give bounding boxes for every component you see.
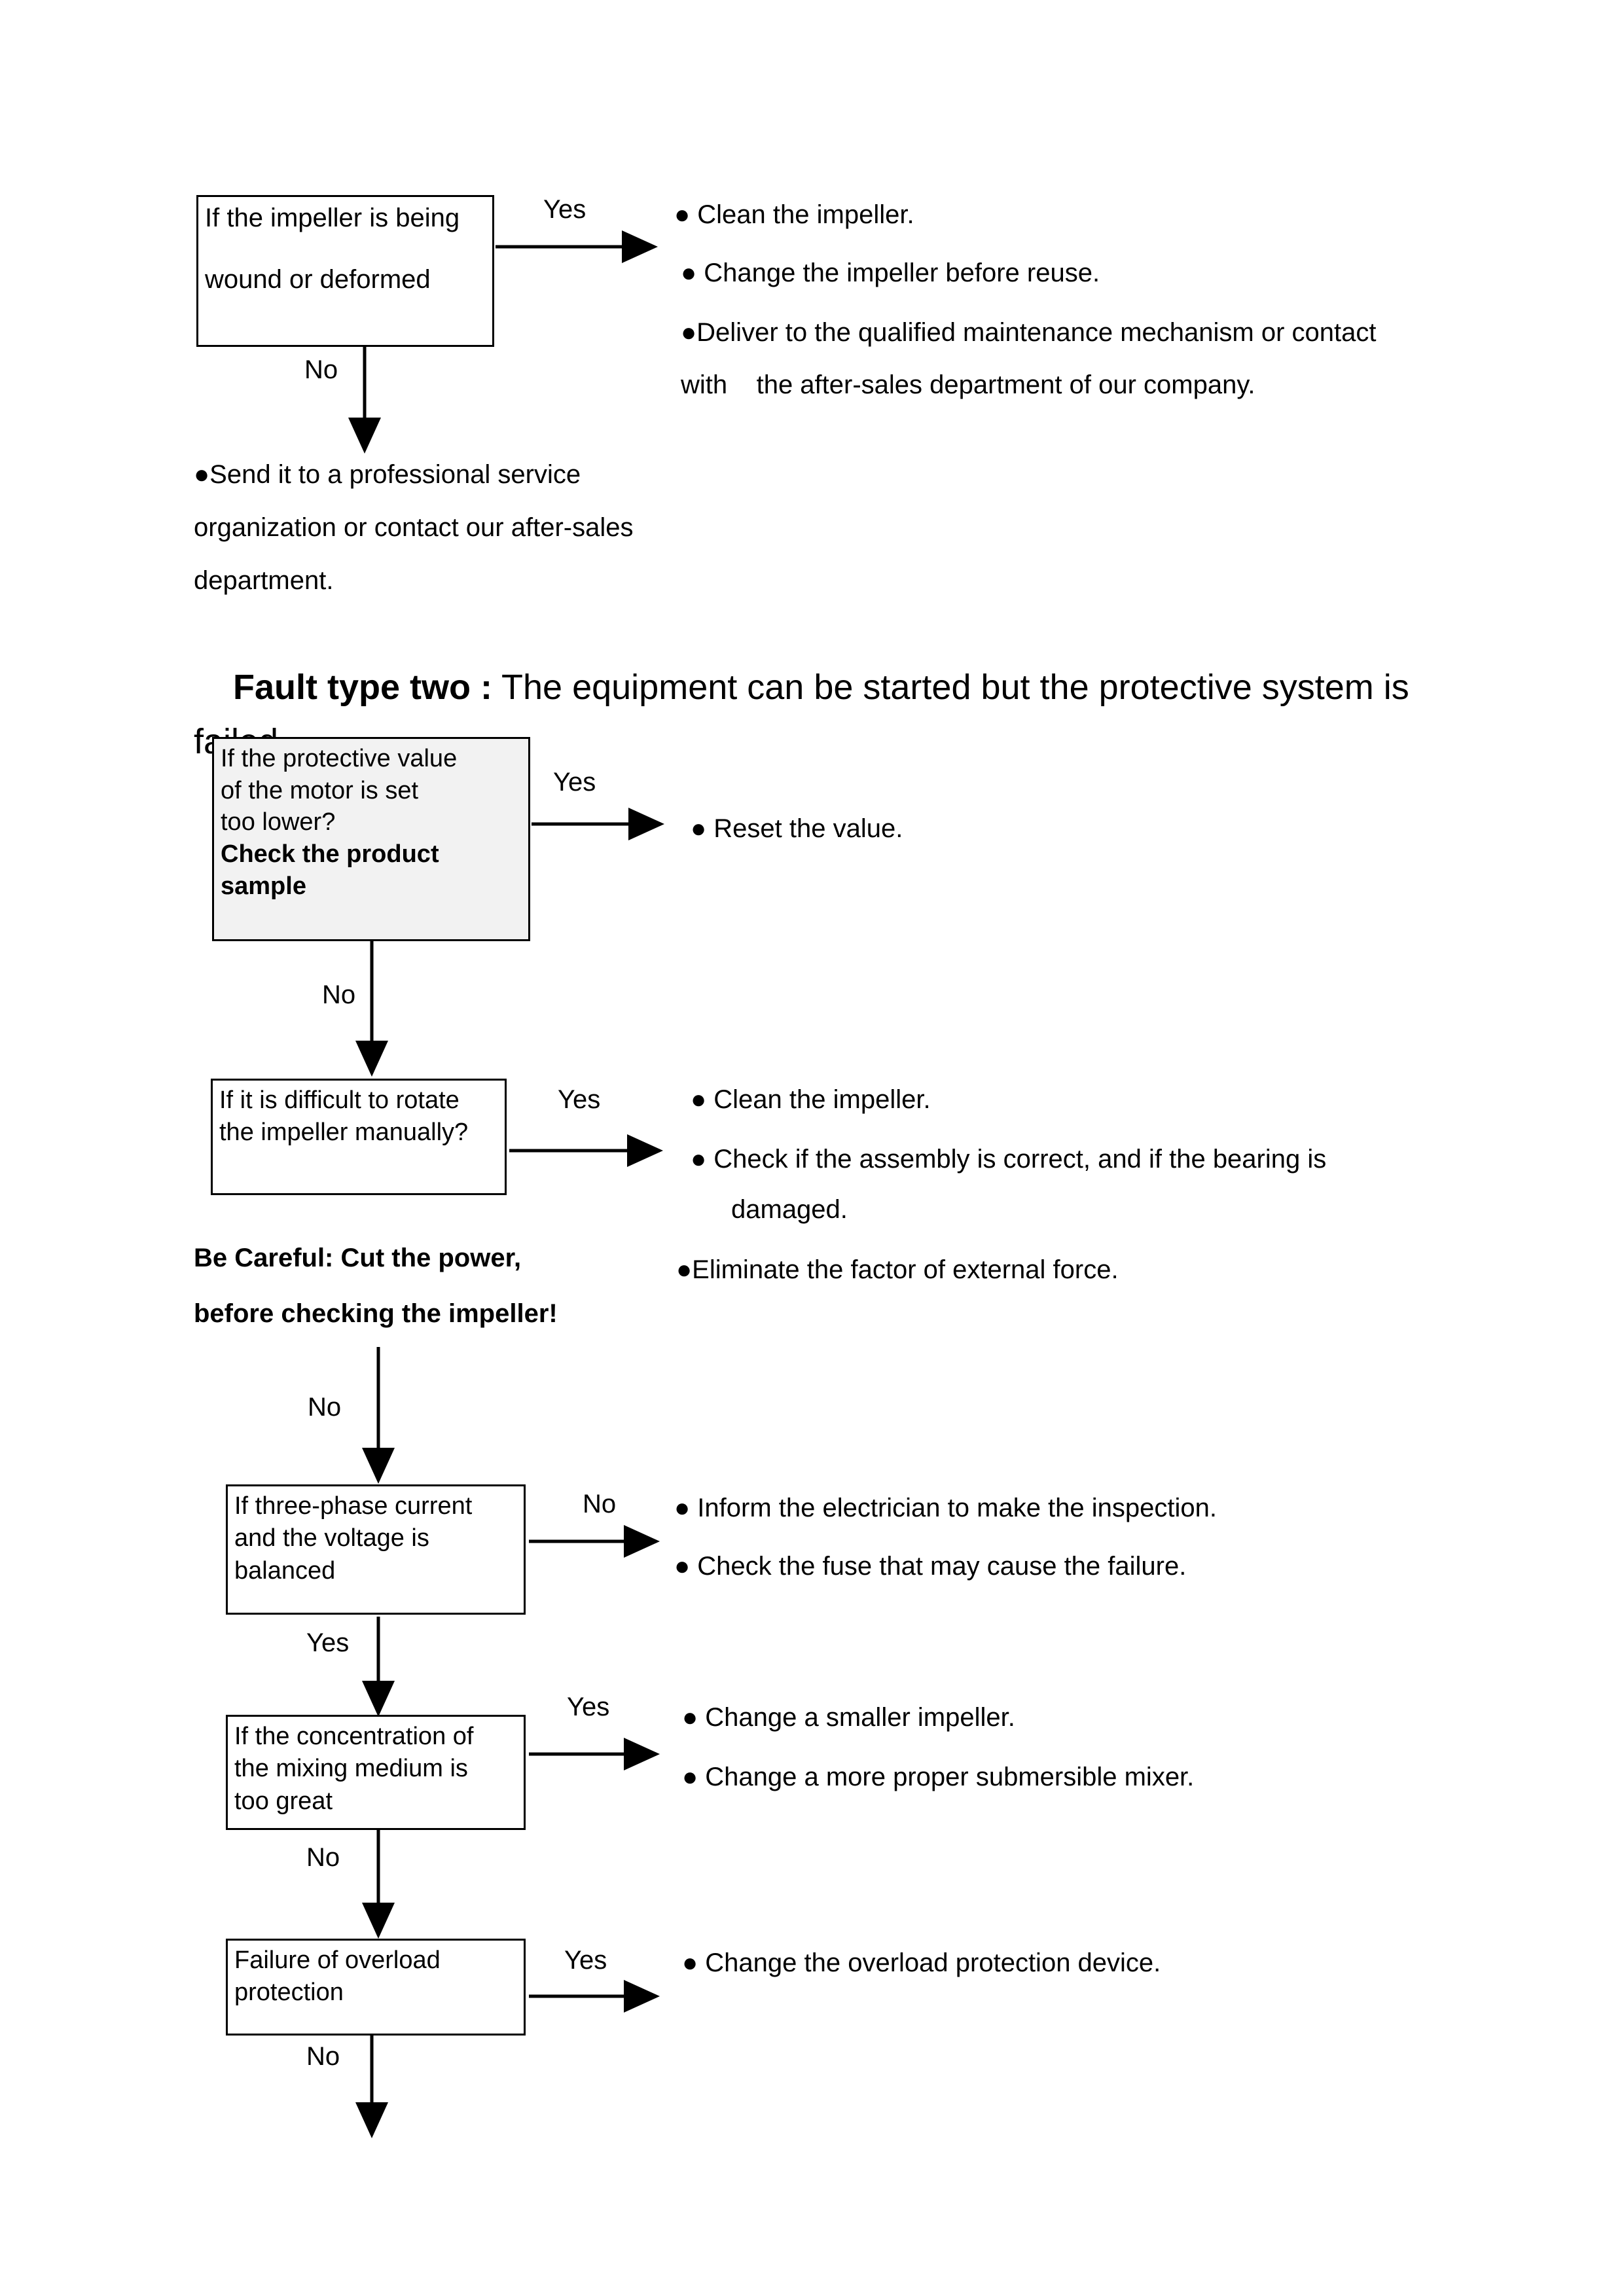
bullet-item: ● Change a more proper submersible mixer… [682, 1762, 1195, 1791]
box-line: the mixing medium is [234, 1755, 468, 1783]
bullet-continuation: with the after-sales department of our c… [681, 370, 1255, 400]
box-line: and the voltage is [234, 1524, 429, 1552]
decision-box-three-phase-current: If three-phase current and the voltage i… [226, 1484, 526, 1615]
outcome-list-s2-step3: ● Inform the electrician to make the ins… [674, 1487, 1434, 1588]
bullet-item: ● Change the impeller before reuse. [681, 258, 1100, 287]
decision-box-overload-protection-failure: Failure of overload protection [226, 1939, 526, 2036]
box-line: If it is difficult to rotate [219, 1086, 460, 1114]
bullet-continuation: damaged. [731, 1194, 848, 1224]
box-line: of the motor is set [221, 776, 419, 804]
bullet-item: ● Change the overload protection device. [682, 1948, 1161, 1977]
label-no-s2-step4: No [306, 1843, 340, 1872]
decision-box-protective-value: If the protective value of the motor is … [212, 737, 530, 941]
decision-box-medium-concentration: If the concentration of the mixing mediu… [226, 1715, 526, 1830]
bullet-item: ●Send it to a professional service [194, 460, 581, 489]
outcome-list-s2-step4: ● Change a smaller impeller. ● Change a … [682, 1696, 1441, 1799]
bullet-item: ● Reset the value. [691, 814, 903, 843]
outcome-list-s2-step2: ● Clean the impeller. ● Check if the ass… [676, 1079, 1450, 1291]
box-line: the impeller manually? [219, 1118, 469, 1146]
box-line-emphasis: sample [221, 872, 306, 900]
bullet-item: ● Check the fuse that may cause the fail… [674, 1551, 1187, 1581]
heading-rest: The equipment can be started but the pro… [194, 667, 1409, 762]
decision-box-impeller-wound: If the impeller is being wound or deform… [196, 195, 494, 347]
box-line: too lower? [221, 808, 336, 836]
box-line: If the protective value [221, 745, 458, 772]
box-line: too great [234, 1787, 333, 1815]
label-yes-s1: Yes [543, 195, 586, 224]
page-heading-fault-type-two: Fault type two : The equipment can be st… [194, 605, 1437, 825]
outcome-list-s1-no: ●Send it to a professional service organ… [194, 454, 783, 601]
box-line: If the impeller is being [205, 204, 460, 232]
label-no-s2-step2: No [308, 1393, 342, 1422]
bullet-continuation: organization or contact our after-sales [194, 512, 634, 542]
label-yes-s2-step3: Yes [306, 1628, 350, 1657]
box-line: balanced [234, 1556, 336, 1585]
label-no-s2-step1: No [322, 980, 356, 1009]
outcome-list-s2-step1: ● Reset the value. [691, 808, 1411, 850]
label-no-s2-step3: No [583, 1490, 617, 1518]
decision-box-rotate-impeller: If it is difficult to rotate the impelle… [211, 1079, 507, 1195]
label-yes-s2-step1: Yes [553, 768, 596, 797]
outcome-list-s1-yes: ● Clean the impeller. ● Change the impel… [674, 194, 1447, 406]
box-line: Failure of overload [234, 1946, 441, 1974]
box-line: wound or deformed [205, 265, 431, 294]
box-line: If three-phase current [234, 1492, 473, 1520]
label-yes-s2-step4: Yes [567, 1693, 610, 1721]
box-line: protection [234, 1979, 344, 2007]
bullet-item: ● Clean the impeller. [674, 200, 914, 229]
bullet-item: ● Clean the impeller. [691, 1085, 931, 1114]
label-no-s1: No [304, 355, 338, 384]
outcome-list-s2-step5: ● Change the overload protection device. [682, 1942, 1441, 1984]
warning-line: Be Careful: Cut the power, [194, 1244, 522, 1272]
bullet-item: ●Deliver to the qualified maintenance me… [681, 317, 1377, 347]
label-yes-s2-step2: Yes [558, 1085, 601, 1114]
bullet-continuation: department. [194, 565, 334, 595]
warning-line: before checking the impeller! [194, 1299, 558, 1328]
bullet-item: ● Check if the assembly is correct, and … [691, 1144, 1327, 1174]
box-line: If the concentration of [234, 1723, 474, 1750]
heading-strong: Fault type two : [233, 667, 492, 707]
bullet-item: ●Eliminate the factor of external force. [676, 1255, 1119, 1285]
label-yes-s2-step5: Yes [564, 1946, 607, 1975]
warning-note-cut-power: Be Careful: Cut the power, before checki… [194, 1237, 691, 1335]
bullet-item: ● Inform the electrician to make the ins… [674, 1494, 1218, 1522]
label-no-s2-step5: No [306, 2042, 340, 2071]
box-line-emphasis: Check the product [221, 840, 439, 868]
bullet-item: ● Change a smaller impeller. [682, 1703, 1015, 1732]
